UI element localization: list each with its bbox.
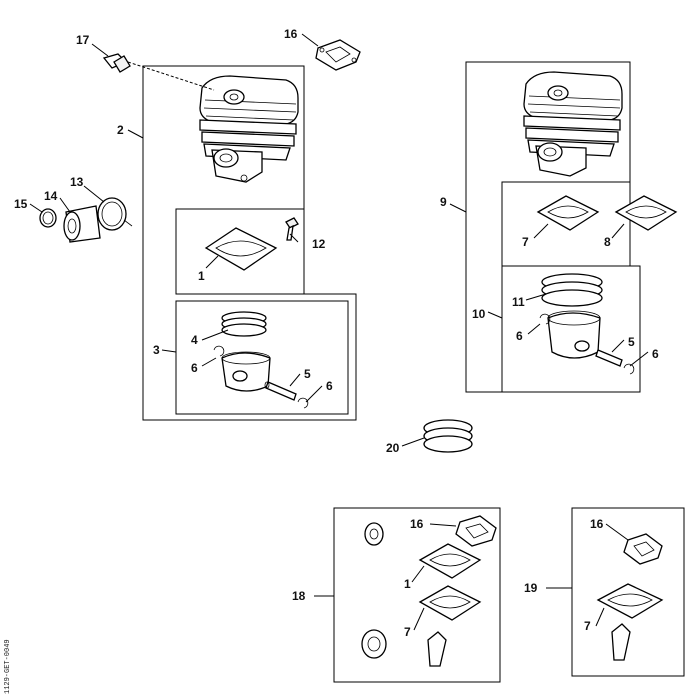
label-5-left: 5 xyxy=(304,367,311,381)
gaskets-7-8-drawing xyxy=(536,195,678,231)
label-17: 17 xyxy=(76,33,90,47)
label-6-right-b: 6 xyxy=(652,347,659,361)
label-11: 11 xyxy=(512,295,525,309)
leader-lines xyxy=(29,33,649,631)
ring-set-20-drawing xyxy=(423,419,473,453)
part-labels: 17 16 2 13 14 15 1 12 3 4 6 5 6 9 7 8 10… xyxy=(14,27,659,639)
label-6-right-a: 6 xyxy=(516,329,523,343)
kit-9-frame xyxy=(465,61,641,393)
label-13: 13 xyxy=(70,175,84,189)
kit-19-frame xyxy=(571,507,685,677)
gasket-16-top-drawing xyxy=(315,39,361,71)
label-4: 4 xyxy=(191,333,198,347)
label-16-kit19: 16 xyxy=(590,517,604,531)
kit-18-frame xyxy=(333,507,501,683)
label-16-top: 16 xyxy=(284,27,298,41)
kit-18-drawing xyxy=(361,515,497,667)
intake-parts-drawing xyxy=(39,197,133,243)
valve-17-drawing xyxy=(102,53,215,91)
piston-set-10-drawing xyxy=(539,273,635,375)
label-7-kit18: 7 xyxy=(404,625,411,639)
label-1-kit18: 1 xyxy=(404,577,411,591)
label-7-right: 7 xyxy=(522,235,529,249)
label-15: 15 xyxy=(14,197,28,211)
label-2: 2 xyxy=(117,123,124,137)
kit-19-drawing xyxy=(596,533,664,661)
label-3: 3 xyxy=(153,343,160,357)
label-10: 10 xyxy=(472,307,486,321)
label-8: 8 xyxy=(604,235,611,249)
label-1-left: 1 xyxy=(198,269,205,283)
label-7-kit19: 7 xyxy=(584,619,591,633)
label-18: 18 xyxy=(292,589,306,603)
screw-12-drawing xyxy=(285,217,299,241)
piston-set-3-drawing xyxy=(213,311,309,409)
label-14: 14 xyxy=(44,189,58,203)
label-20: 20 xyxy=(386,441,400,455)
label-6-left-a: 6 xyxy=(191,361,198,375)
label-16-kit18: 16 xyxy=(410,517,424,531)
cylinder-drawing xyxy=(199,75,299,183)
label-9: 9 xyxy=(440,195,447,209)
gasket-1-drawing xyxy=(204,227,278,271)
label-6-left-b: 6 xyxy=(326,379,333,393)
label-19: 19 xyxy=(524,581,538,595)
cylinder-right-drawing xyxy=(523,71,623,177)
kit-2-frame xyxy=(142,65,357,421)
label-12: 12 xyxy=(312,237,326,251)
drawing-reference-code: 1129-GET-0049 xyxy=(4,639,12,694)
label-5-right: 5 xyxy=(628,335,635,349)
